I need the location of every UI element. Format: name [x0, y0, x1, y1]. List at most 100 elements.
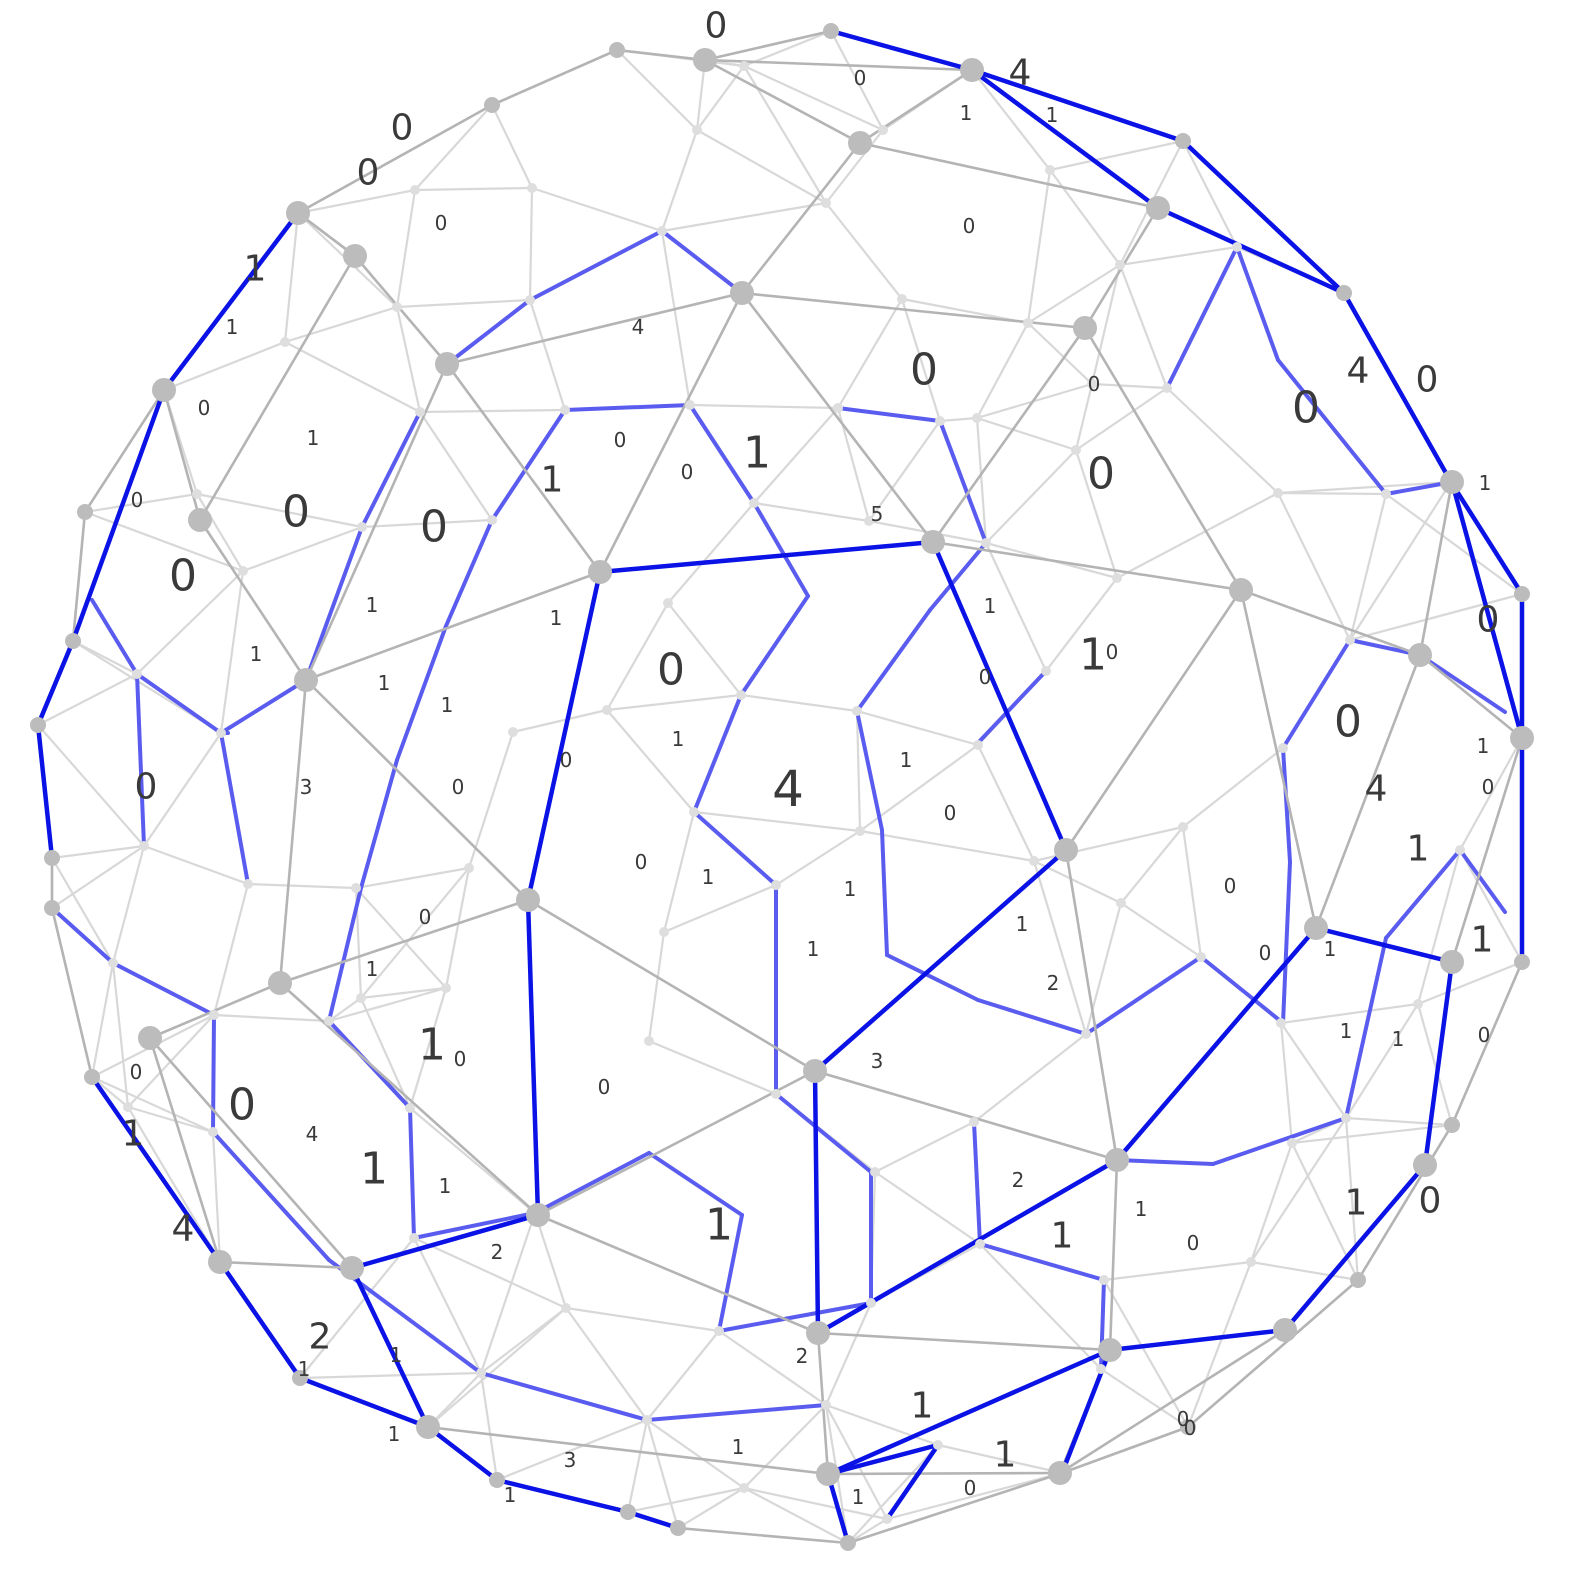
front-loop-edge[interactable]: [828, 28, 975, 73]
back-edge[interactable]: [688, 403, 840, 410]
back-edge[interactable]: [490, 103, 534, 190]
back-edge[interactable]: [739, 693, 859, 713]
back-edge[interactable]: [1416, 960, 1524, 1006]
back-edge[interactable]: [975, 416, 1078, 452]
back-edge[interactable]: [626, 1418, 649, 1514]
front-loop-edge[interactable]: [425, 1424, 500, 1483]
front-loop-edge[interactable]: [494, 1477, 631, 1515]
back-edge[interactable]: [1102, 1278, 1190, 1429]
back-edge[interactable]: [1279, 1021, 1348, 1120]
front-edge[interactable]: [1314, 653, 1422, 930]
front-loop-edge[interactable]: [35, 638, 76, 728]
back-loop-edge[interactable]: [1418, 653, 1507, 714]
rim-edge[interactable]: [83, 388, 166, 514]
front-loop-edge[interactable]: [825, 1347, 1113, 1477]
front-edge[interactable]: [526, 898, 817, 1073]
back-loop-edge[interactable]: [1458, 848, 1507, 914]
front-edge[interactable]: [703, 58, 974, 72]
back-edge[interactable]: [885, 1471, 1064, 1521]
back-edge[interactable]: [975, 416, 988, 545]
back-edge[interactable]: [1276, 480, 1453, 495]
back-edge[interactable]: [1344, 1116, 1360, 1282]
back-loop-edge[interactable]: [1084, 955, 1203, 1036]
back-loop-edge[interactable]: [359, 758, 399, 890]
back-edge[interactable]: [972, 1032, 1088, 1124]
back-edge[interactable]: [824, 201, 904, 301]
back-edge[interactable]: [1026, 263, 1122, 325]
back-edge[interactable]: [855, 709, 862, 833]
front-edge[interactable]: [426, 1425, 830, 1476]
back-edge[interactable]: [360, 518, 494, 529]
back-loop-edge[interactable]: [978, 1242, 1106, 1282]
back-loop-edge[interactable]: [1276, 358, 1388, 496]
back-edge[interactable]: [660, 128, 699, 233]
front-edge[interactable]: [703, 58, 862, 145]
back-edge[interactable]: [1416, 848, 1462, 1006]
front-edge[interactable]: [304, 570, 602, 682]
back-edge[interactable]: [717, 1329, 828, 1407]
front-loop-edge[interactable]: [349, 1265, 431, 1430]
back-loop-edge[interactable]: [647, 1151, 744, 1217]
back-edge[interactable]: [479, 1371, 499, 1482]
back-edge[interactable]: [742, 1486, 850, 1545]
back-edge[interactable]: [984, 541, 1048, 673]
back-loop-edge[interactable]: [855, 608, 932, 713]
back-loop-edge[interactable]: [972, 1120, 982, 1246]
back-edge[interactable]: [855, 709, 980, 747]
rim-edge[interactable]: [50, 906, 94, 1079]
back-edge[interactable]: [359, 986, 448, 1000]
front-edge[interactable]: [931, 540, 1243, 592]
back-edge[interactable]: [298, 1371, 483, 1380]
back-edge[interactable]: [327, 986, 448, 1023]
back-edge[interactable]: [1165, 386, 1280, 495]
back-edge[interactable]: [412, 1236, 483, 1375]
back-edge[interactable]: [742, 1403, 828, 1490]
back-edge[interactable]: [413, 186, 534, 192]
back-edge[interactable]: [408, 1106, 537, 1215]
back-edge[interactable]: [413, 103, 494, 192]
back-edge[interactable]: [626, 1486, 746, 1514]
front-loop-edge[interactable]: [1449, 479, 1525, 741]
back-loop-edge[interactable]: [479, 1371, 649, 1422]
back-edge[interactable]: [666, 601, 743, 697]
back-loop-edge[interactable]: [360, 410, 422, 529]
back-loop-edge[interactable]: [528, 229, 664, 302]
back-loop-edge[interactable]: [211, 1130, 331, 1262]
back-edge[interactable]: [662, 883, 778, 934]
back-edge[interactable]: [1074, 448, 1119, 580]
back-edge[interactable]: [662, 810, 696, 934]
back-edge[interactable]: [752, 501, 871, 523]
back-edge[interactable]: [873, 1120, 976, 1174]
back-loop-edge[interactable]: [219, 678, 308, 735]
back-edge[interactable]: [742, 64, 885, 132]
back-edge[interactable]: [359, 866, 471, 1000]
front-edge[interactable]: [1450, 736, 1524, 964]
back-edge[interactable]: [1249, 1116, 1348, 1264]
back-edge[interactable]: [36, 672, 139, 727]
front-edge[interactable]: [1058, 1328, 1287, 1475]
back-edge[interactable]: [83, 510, 245, 573]
back-edge[interactable]: [660, 229, 692, 407]
back-loop-edge[interactable]: [1165, 245, 1239, 390]
back-edge[interactable]: [867, 419, 942, 523]
back-loop-edge[interactable]: [752, 501, 810, 598]
back-edge[interactable]: [1102, 1260, 1253, 1282]
front-loop-edge[interactable]: [1155, 205, 1347, 296]
front-edge[interactable]: [1064, 588, 1243, 852]
back-loop-edge[interactable]: [774, 1092, 873, 1174]
back-loop-edge[interactable]: [1384, 848, 1462, 940]
front-loop-edge[interactable]: [217, 1259, 303, 1381]
back-loop-edge[interactable]: [645, 1403, 828, 1422]
back-edge[interactable]: [1181, 139, 1239, 249]
front-edge[interactable]: [1418, 480, 1454, 657]
back-edge[interactable]: [530, 186, 664, 233]
back-edge[interactable]: [1044, 576, 1119, 673]
back-loop-edge[interactable]: [660, 229, 744, 295]
back-edge[interactable]: [647, 1039, 778, 1096]
front-edge[interactable]: [218, 1260, 354, 1270]
back-edge[interactable]: [162, 340, 287, 392]
back-loop-edge[interactable]: [1115, 1158, 1215, 1166]
rim-edge[interactable]: [676, 1526, 850, 1545]
rim-edge[interactable]: [1060, 1425, 1190, 1475]
